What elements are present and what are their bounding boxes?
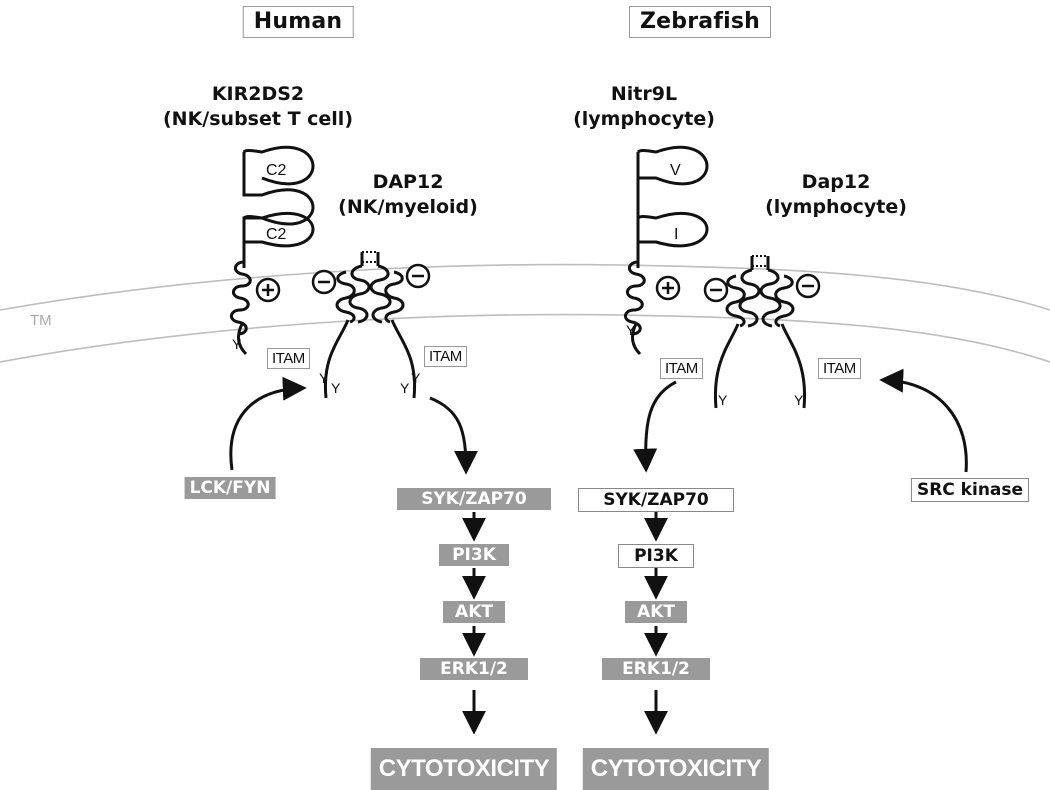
human-dap12-tyrosine-4: Y <box>411 370 421 386</box>
human-c2-top-loop <box>242 145 315 186</box>
human-pathway-syk-zap70: SYK/ZAP70 <box>397 488 551 510</box>
human-c2-bottom-loop <box>242 211 315 248</box>
human-dap12-tyrosine-1: Y <box>319 370 329 386</box>
src-to-itam-arrow <box>879 368 968 473</box>
human-pathway-erk: ERK1/2 <box>420 658 528 680</box>
human-dap12-tyrosine-3: Y <box>400 380 410 396</box>
human-adaptor-title: DAP12 (NK/myeloid) <box>338 170 478 220</box>
zebrafish-dap12-tyrosine-1: Y <box>718 392 728 408</box>
human-kinase-lck-fyn: LCK/FYN <box>184 477 276 499</box>
human-itam-right: ITAM <box>424 346 467 367</box>
zebrafish-i-loop <box>636 211 709 248</box>
human-receptor-name: KIR2DS2 <box>211 83 305 105</box>
zebrafish-receptor-expression: (lymphocyte) <box>573 108 715 130</box>
zebrafish-outcome-cytotoxicity: CYTOTOXICITY <box>582 748 770 790</box>
human-receptor-kir2ds2 <box>230 145 315 356</box>
human-itam-left: ITAM <box>267 348 310 369</box>
zebrafish-pathway-erk: ERK1/2 <box>602 658 710 680</box>
human-adaptor-name: DAP12 <box>372 171 444 193</box>
zebrafish-itam-right: ITAM <box>818 358 861 379</box>
zebrafish-v-loop <box>636 145 709 186</box>
zebrafish-adaptor-expression: (lymphocyte) <box>765 196 907 218</box>
zebrafish-pathway-akt: AKT <box>625 601 687 623</box>
human-pathway-akt: AKT <box>443 601 505 623</box>
membrane-label: TM <box>30 312 52 329</box>
human-domain-label-1: C2 <box>266 162 287 179</box>
zebrafish-kinase-src: SRC kinase <box>910 478 1030 502</box>
zebrafish-adaptor-title: Dap12 (lymphocyte) <box>765 170 907 220</box>
zebrafish-itam-left: ITAM <box>660 358 703 379</box>
zebrafish-receptor-name: Nitr9L <box>610 83 678 105</box>
zebrafish-pathway-pi3k: PI3K <box>618 544 694 568</box>
zebrafish-nitr-tyrosine: Y <box>626 322 636 338</box>
lck-fyn-to-itam-arrow <box>229 376 307 471</box>
human-pathway-pi3k: PI3K <box>439 544 509 566</box>
zebrafish-dap12-dimer <box>713 255 807 409</box>
zebrafish-receptor-nitr9l <box>624 145 709 356</box>
zebrafish-adaptor-name: Dap12 <box>801 171 871 193</box>
zebrafish-dap12-tyrosine-2: Y <box>794 392 804 408</box>
human-receptor-title: KIR2DS2 (NK/subset T cell) <box>163 82 353 132</box>
zebrafish-itam-to-syk-arrow <box>633 380 677 473</box>
species-label-zebrafish: Zebrafish <box>629 6 771 38</box>
human-dap12-tyrosine-2: Y <box>331 380 341 396</box>
human-adaptor-expression: (NK/myeloid) <box>338 196 478 218</box>
human-dap12-dimer <box>323 251 417 399</box>
human-domain-label-2: C2 <box>266 226 287 243</box>
human-receptor-expression: (NK/subset T cell) <box>162 108 354 130</box>
cell-membrane <box>0 263 1050 363</box>
zebrafish-domain-label-1: V <box>670 162 681 179</box>
species-label-human: Human <box>242 6 354 38</box>
zebrafish-domain-label-2: I <box>674 226 679 243</box>
zebrafish-receptor-title: Nitr9L (lymphocyte) <box>573 82 715 132</box>
zebrafish-pathway-syk-zap70: SYK/ZAP70 <box>578 488 734 512</box>
human-itam-to-syk-arrow <box>429 396 478 475</box>
human-outcome-cytotoxicity: CYTOTOXICITY <box>370 748 558 790</box>
human-kir-tyrosine: Y <box>232 336 242 352</box>
